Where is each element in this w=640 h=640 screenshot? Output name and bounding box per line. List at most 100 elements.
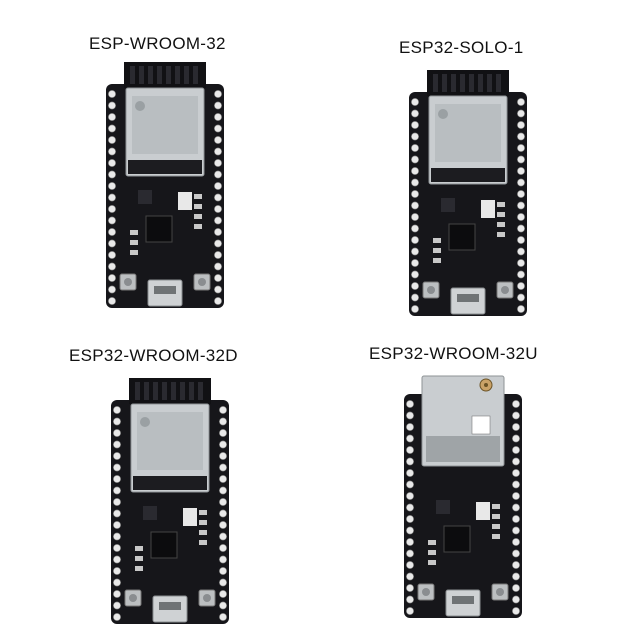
header-pin [214, 124, 222, 133]
header-pin [406, 492, 414, 500]
header-pin [517, 121, 525, 129]
header-pin [517, 224, 525, 233]
antenna-trace [130, 66, 135, 84]
header-pin [219, 509, 227, 518]
header-pin [517, 190, 525, 198]
smd-component [492, 504, 500, 509]
led [178, 192, 192, 210]
header-pin [406, 423, 414, 431]
header-pin [517, 155, 525, 164]
header-pin [214, 159, 222, 167]
header-pin [406, 457, 414, 466]
smd-component [497, 232, 505, 237]
header-pin [411, 155, 419, 164]
header-pin [512, 572, 520, 581]
antenna-trace [184, 66, 189, 84]
smd-component [199, 540, 207, 545]
smd-component [428, 560, 436, 565]
board-title-esp32-solo-1: ESP32-SOLO-1 [399, 38, 524, 57]
header-pin [214, 239, 222, 248]
header-pin [219, 532, 227, 541]
header-pin [219, 486, 227, 495]
header-pin [406, 446, 414, 454]
header-pin [517, 167, 525, 175]
header-pin [411, 247, 419, 256]
header-pin [108, 101, 116, 110]
smd-component [130, 250, 138, 255]
led [183, 508, 197, 526]
header-pin [113, 475, 121, 483]
board-illustration [106, 62, 224, 308]
header-pin [411, 178, 419, 187]
header-pin [214, 228, 222, 236]
header-pin [219, 613, 227, 621]
header-pin [411, 236, 419, 244]
header-pin [219, 452, 227, 460]
header-pin [411, 144, 419, 152]
smd-component [135, 566, 143, 571]
led [476, 502, 490, 520]
header-pin [411, 305, 419, 313]
smd-component [135, 556, 143, 561]
header-pin [113, 521, 121, 529]
smd-component [130, 230, 138, 235]
header-pin [512, 400, 520, 408]
header-pin [512, 411, 520, 420]
pcb-antenna [124, 62, 206, 88]
antenna-trace [460, 74, 465, 92]
header-pin [512, 423, 520, 431]
smd-component [199, 510, 207, 515]
en-button-cap [124, 278, 132, 286]
smd-component [497, 202, 505, 207]
header-pin [113, 498, 121, 506]
smd-component [497, 222, 505, 227]
regulator [143, 506, 157, 520]
devkit-board-esp32-wroom-32u [398, 372, 528, 622]
header-pin [108, 205, 116, 213]
header-pin [108, 285, 116, 294]
header-pin [411, 213, 419, 221]
header-pin [214, 251, 222, 259]
header-pin [406, 400, 414, 408]
header-pin [517, 293, 525, 302]
regulator [138, 190, 152, 204]
header-pin [406, 538, 414, 546]
smd-component [492, 534, 500, 539]
board-illustration [111, 378, 229, 624]
qr-code [471, 415, 491, 435]
header-pin [113, 452, 121, 460]
board-title-esp-wroom-32: ESP-WROOM-32 [89, 34, 226, 53]
header-pin [411, 109, 419, 118]
espressif-logo-icon [135, 101, 145, 111]
header-pin [517, 132, 525, 141]
header-pin [113, 578, 121, 587]
header-pin [517, 144, 525, 152]
antenna-trace [135, 382, 140, 400]
pcb-antenna [129, 378, 211, 404]
header-pin [113, 486, 121, 495]
smd-component [130, 240, 138, 245]
header-pin [219, 475, 227, 483]
board-title-esp32-wroom-32u: ESP32-WROOM-32U [369, 344, 538, 363]
boot-button-cap [501, 286, 509, 294]
header-pin [517, 201, 525, 210]
header-pin [108, 216, 116, 225]
board-title-esp32-wroom-32d: ESP32-WROOM-32D [69, 346, 238, 365]
header-pin [411, 201, 419, 210]
module-castellation [133, 476, 207, 490]
header-pin [512, 526, 520, 535]
micro-usb-opening [452, 596, 474, 604]
devkit-board-esp-wroom-32 [100, 62, 230, 312]
header-pin [512, 503, 520, 512]
header-pin [214, 285, 222, 294]
espressif-logo-icon [140, 417, 150, 427]
smd-component [497, 212, 505, 217]
header-pin [406, 515, 414, 523]
header-pin [108, 147, 116, 156]
header-pin [411, 293, 419, 302]
header-pin [512, 492, 520, 500]
header-pin [113, 590, 121, 598]
header-pin [411, 270, 419, 279]
antenna-trace [469, 74, 474, 92]
header-pin [517, 270, 525, 279]
